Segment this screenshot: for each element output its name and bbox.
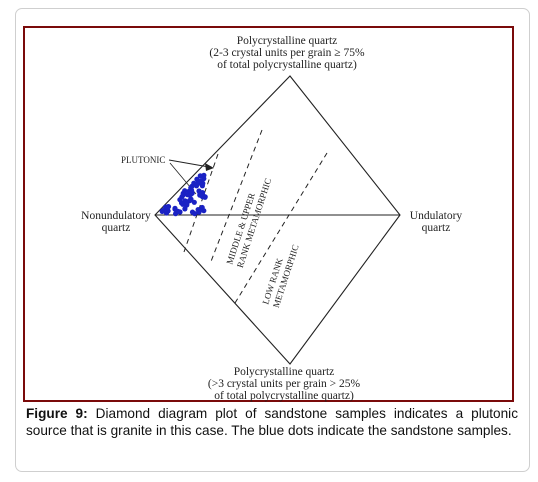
sample-dot xyxy=(197,173,203,179)
sample-dot xyxy=(195,207,201,213)
sample-dot xyxy=(191,199,197,205)
right-vertex-label-line-1: Undulatory xyxy=(410,210,463,222)
bottom-vertex-label-line-1: Polycrystalline quartz xyxy=(234,366,335,378)
metamorphic-boundary-dashed-1 xyxy=(209,129,263,265)
sample-dot xyxy=(179,194,185,200)
sample-dot xyxy=(192,211,198,217)
plutonic-pointer-line xyxy=(168,159,210,168)
left-vertex-label-line-1: Nonundulatory xyxy=(81,210,151,222)
figure-caption-text: Diamond diagram plot of sandstone sample… xyxy=(26,406,518,438)
sample-dot xyxy=(182,206,188,212)
sample-dot xyxy=(191,180,197,186)
sample-dot xyxy=(163,204,169,210)
sample-dot xyxy=(198,178,204,184)
sample-points xyxy=(159,172,208,217)
figure-caption-label: Figure 9: xyxy=(26,406,88,421)
plutonic-field-label: PLUTONIC xyxy=(121,155,165,165)
figure-frame xyxy=(23,26,514,402)
bottom-vertex-label-line-2: (>3 crystal units per grain > 25% xyxy=(208,378,361,390)
top-vertex-label-line-1: Polycrystalline quartz xyxy=(237,35,338,47)
left-vertex-label-line-2: quartz xyxy=(102,222,131,234)
top-vertex-label-line-2: (2-3 crystal units per grain ≥ 75% xyxy=(209,47,365,59)
sample-dot xyxy=(180,201,186,207)
plutonic-arrowhead xyxy=(205,163,214,171)
sample-dot xyxy=(175,208,181,214)
sample-dot xyxy=(187,197,193,203)
bottom-vertex-label-line-3: of total polycrystalline quartz) xyxy=(214,390,354,402)
diamond-outline xyxy=(154,75,401,365)
sample-dot xyxy=(163,210,170,216)
metamorphic-boundary-dashed-2 xyxy=(234,152,328,304)
figure-caption: Figure 9: Diamond diagram plot of sandst… xyxy=(26,405,518,439)
sample-dot xyxy=(184,192,190,198)
top-vertex-label-line-3: of total polycrystalline quartz) xyxy=(217,59,357,71)
sample-dot xyxy=(197,191,203,197)
right-vertex-label-line-2: quartz xyxy=(422,222,451,234)
sample-dot xyxy=(188,185,194,191)
sample-dot xyxy=(160,208,166,214)
